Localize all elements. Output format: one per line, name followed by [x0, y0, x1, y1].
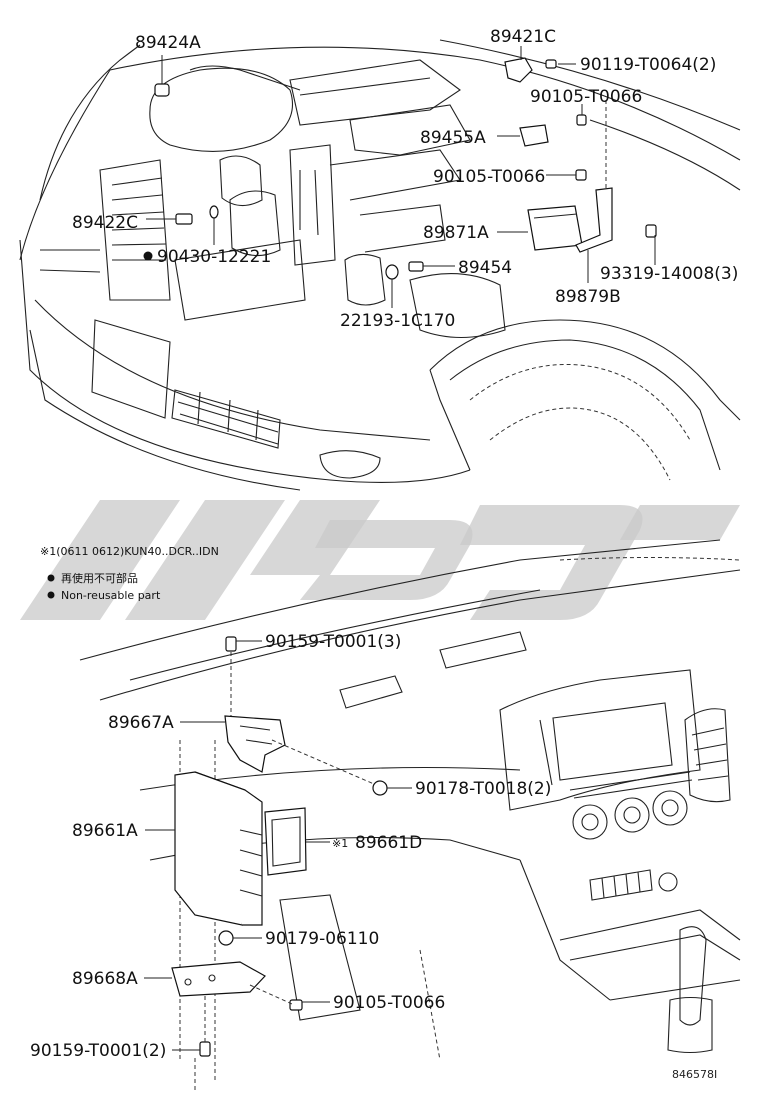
legend-text-jp: 再使用不可部品	[61, 571, 138, 585]
sensor-89421C	[504, 46, 576, 83]
legend-dot-jp	[47, 574, 55, 582]
screw-90159-top	[225, 636, 262, 720]
sensor-89422C	[146, 205, 219, 245]
label-93319-14008: 93319-14008(3)	[600, 264, 738, 284]
notes-block: ※1(0611 0612)KUN40..DCR..IDN 再使用不可部品 Non…	[40, 545, 219, 602]
label-90159-T0001-2: 90159-T0001(2)	[30, 1041, 166, 1061]
lower-labels: 90159-T0001(3) 89667A 90178-T0018(2) 896…	[30, 632, 717, 1081]
sensor-89454	[408, 261, 455, 272]
lower-parts	[144, 636, 412, 1090]
bracket-89668A	[144, 961, 266, 997]
label-90105-T0066-mid: 90105-T0066	[433, 167, 545, 187]
label-90178-T0018: 90178-T0018(2)	[415, 779, 551, 799]
label-90159-T0001-3: 90159-T0001(3)	[265, 632, 401, 652]
legend-dot-en	[47, 591, 55, 599]
label-89879B: 89879B	[555, 287, 621, 307]
label-89421C: 89421C	[490, 27, 556, 47]
ecu-89661D	[264, 807, 330, 876]
bolt-90105-mid	[546, 169, 587, 181]
label-90430-12221: 90430-12221	[157, 247, 271, 267]
label-89667A: 89667A	[108, 713, 174, 733]
bolt-90105-upper	[576, 104, 587, 126]
bracket-89455A	[497, 124, 549, 147]
label-89661A: 89661A	[72, 821, 138, 841]
bolt-93319	[645, 224, 657, 265]
bracket-89879B	[575, 100, 613, 283]
nut-90179	[218, 930, 262, 946]
ecu-89661A	[145, 771, 263, 926]
label-90119-T0064: 90119-T0064(2)	[580, 55, 716, 75]
label-90179-06110: 90179-06110	[265, 929, 379, 949]
label-90105-T0066-upper: 90105-T0066	[530, 87, 642, 107]
label-89454: 89454	[458, 258, 512, 278]
sensor-89424A	[154, 55, 170, 97]
label-22193-1C170: 22193-1C170	[340, 311, 455, 331]
legend-text-en: Non-reusable part	[61, 589, 161, 602]
part-22193	[385, 264, 399, 308]
footnote-text: ※1(0611 0612)KUN40..DCR..IDN	[40, 545, 219, 558]
label-89661D: 89661D	[355, 833, 422, 853]
upper-parts	[143, 46, 657, 308]
engine-bay-illustration	[19, 39, 741, 491]
label-90105-T0066-lower: 90105-T0066	[333, 993, 445, 1013]
label-89422C: 89422C	[72, 213, 138, 233]
label-89424A: 89424A	[135, 33, 201, 53]
label-89668A: 89668A	[72, 969, 138, 989]
footnote-marker-89661D: ※1	[332, 837, 348, 850]
screw-90159-bottom	[172, 996, 211, 1090]
bracket-89667A	[180, 715, 286, 773]
figure-reference: 846578I	[672, 1068, 717, 1081]
module-89871A	[497, 205, 583, 251]
label-89455A: 89455A	[420, 128, 486, 148]
non-reusable-marker	[143, 251, 153, 261]
watermark-logo	[20, 500, 740, 620]
label-89871A: 89871A	[423, 223, 489, 243]
nut-90178	[271, 739, 412, 796]
bolt-90105-lower	[249, 984, 330, 1011]
upper-labels: 89424A 89421C 90119-T0064(2) 90105-T0066…	[72, 27, 738, 331]
